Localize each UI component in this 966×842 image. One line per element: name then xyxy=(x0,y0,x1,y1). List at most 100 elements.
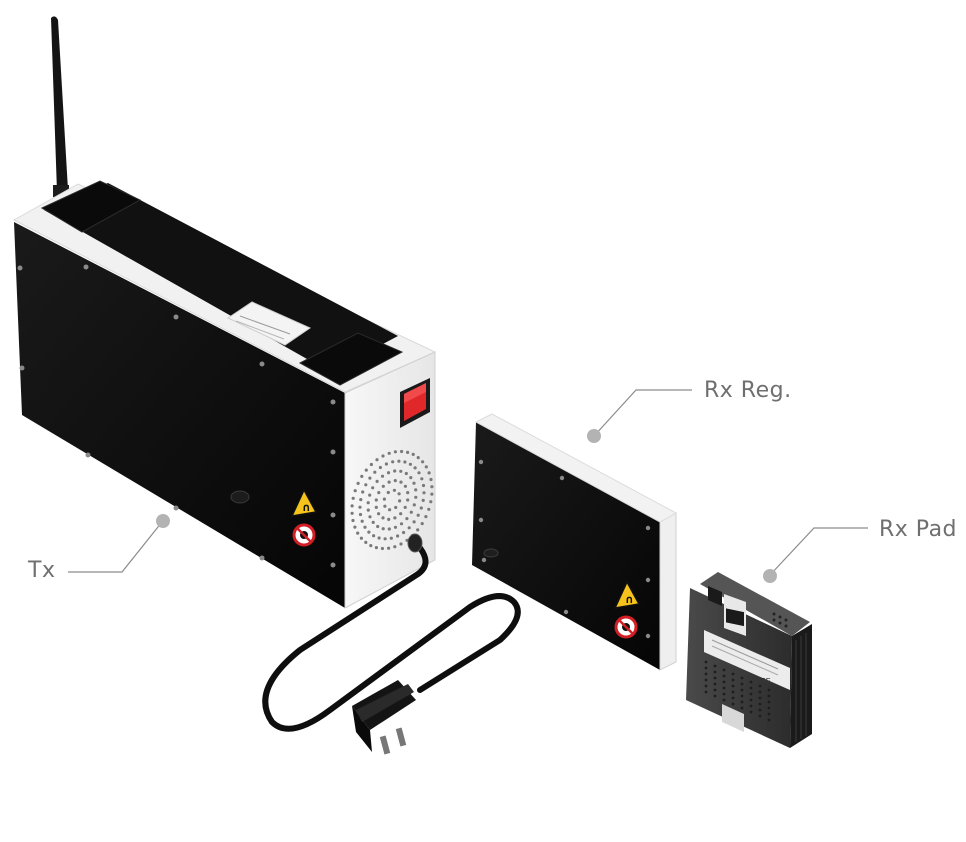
tx-handle-rear xyxy=(40,180,142,233)
pad-vent-hole xyxy=(740,676,744,680)
rx-pad-top xyxy=(700,572,810,636)
vent-hole xyxy=(392,488,396,492)
vent-hole xyxy=(368,515,372,519)
warning-triangle-icon: ∩ xyxy=(613,580,641,609)
vent-hole xyxy=(364,540,368,545)
vent-hole xyxy=(429,477,433,482)
vent-hole xyxy=(380,546,384,551)
vent-hole xyxy=(402,530,406,535)
vent-hole xyxy=(376,524,380,529)
pad-vent-hole xyxy=(731,702,735,706)
vent-hole xyxy=(414,495,418,499)
vent-hole xyxy=(374,546,378,550)
vent-hole xyxy=(416,456,420,460)
vent-hole xyxy=(411,452,415,456)
pad-vent-hole xyxy=(722,680,726,684)
vent-hole xyxy=(353,489,357,493)
pad-vent-hole xyxy=(758,690,762,694)
pad-vent-hole xyxy=(731,696,735,700)
rx-pad-vents xyxy=(704,660,771,722)
vent-hole xyxy=(413,466,417,470)
pad-vent-hole xyxy=(731,684,735,688)
vent-hole xyxy=(350,511,354,515)
vent-hole xyxy=(430,485,434,489)
rx-pad-label xyxy=(704,630,790,690)
vent-hole xyxy=(399,522,404,526)
vent-hole xyxy=(375,458,379,462)
pad-vent-hole xyxy=(713,682,717,686)
vent-hole xyxy=(384,462,388,466)
vent-hole xyxy=(421,498,425,502)
tx-unit: ∩ xyxy=(12,16,437,609)
vent-hole xyxy=(409,510,413,514)
pad-vent-hole xyxy=(704,666,708,670)
tx-handle-front xyxy=(298,332,404,386)
vent-hole xyxy=(416,513,420,517)
vent-hole xyxy=(351,496,355,500)
vent-hole xyxy=(386,490,390,495)
vent-hole xyxy=(398,499,402,503)
pad-vent-hole xyxy=(722,674,726,678)
vent-hole xyxy=(358,505,362,509)
pad-vent-hole xyxy=(758,714,762,718)
pad-vent-hole xyxy=(767,688,771,692)
vent-hole xyxy=(375,479,379,483)
vent-hole xyxy=(421,460,425,464)
vent-hole xyxy=(399,469,403,473)
vent-hole xyxy=(416,528,420,532)
vent-hole xyxy=(358,512,363,517)
vent-hole xyxy=(388,508,392,512)
callout-rx-pad xyxy=(763,527,868,583)
vent-hole xyxy=(403,484,407,488)
rx-pad-front xyxy=(686,588,792,748)
svg-text:CE: CE xyxy=(760,677,771,686)
pad-vent-hole xyxy=(749,710,753,714)
pad-vent-hole xyxy=(722,686,726,690)
vent-hole xyxy=(420,477,424,481)
pad-vent-hole xyxy=(704,660,708,664)
vent-hole xyxy=(424,515,428,519)
vent-hole xyxy=(427,507,431,511)
pad-vent-hole xyxy=(740,706,744,710)
vent-hole xyxy=(387,527,391,531)
vent-hole xyxy=(427,471,431,475)
vent-hole xyxy=(397,459,401,463)
pad-vent-hole xyxy=(767,700,771,704)
vent-hole xyxy=(374,498,378,502)
pad-vent-hole xyxy=(740,688,744,692)
vent-hole xyxy=(361,490,365,494)
vent-hole xyxy=(393,545,397,549)
pad-vent-hole xyxy=(731,690,735,694)
pad-vent-hole xyxy=(749,680,753,684)
vent-hole xyxy=(371,520,375,525)
vent-hole xyxy=(381,484,385,488)
vent-hole xyxy=(405,517,409,521)
vent-hole xyxy=(412,520,416,524)
vent-hole xyxy=(399,542,403,546)
vent-hole xyxy=(408,462,412,466)
pad-vent-hole xyxy=(722,668,726,672)
pad-vent-hole xyxy=(704,690,708,694)
pad-vent-hole xyxy=(749,692,753,696)
pad-vent-hole xyxy=(767,718,771,722)
no-hand-icon xyxy=(614,615,638,639)
pad-vent-hole xyxy=(740,682,744,686)
pad-vent-hole xyxy=(731,672,735,676)
tx-top-lid xyxy=(44,183,398,372)
vent-hole xyxy=(389,536,393,540)
pad-vent-hole xyxy=(767,706,771,710)
callout-label-rx-reg: Rx Reg. xyxy=(704,378,792,403)
pad-vent-hole xyxy=(713,676,717,680)
pad-vent-hole xyxy=(740,700,744,704)
pad-vent-hole xyxy=(749,698,753,702)
pad-vent-hole xyxy=(704,678,708,682)
svg-text:∩: ∩ xyxy=(302,501,311,514)
pad-vent-hole xyxy=(722,698,726,702)
vent-hole xyxy=(381,454,385,458)
vent-hole xyxy=(360,519,364,523)
vent-hole xyxy=(419,506,423,510)
vent-hole xyxy=(387,517,391,522)
vent-hole xyxy=(386,471,391,475)
vent-hole xyxy=(407,526,411,530)
